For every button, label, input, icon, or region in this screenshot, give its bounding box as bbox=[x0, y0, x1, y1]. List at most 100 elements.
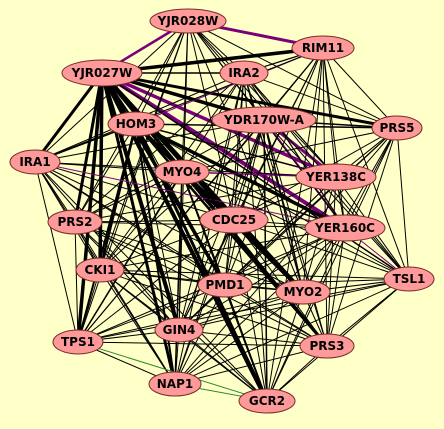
node-shape bbox=[219, 60, 269, 86]
node-label: IRA2 bbox=[228, 66, 259, 80]
edge-prs2-gin4 bbox=[74, 221, 180, 331]
node-prs5[interactable]: PRS5 bbox=[371, 115, 423, 141]
node-pmd1[interactable]: PMD1 bbox=[197, 272, 253, 298]
edge-myo4-pmd1 bbox=[181, 171, 226, 286]
node-shape bbox=[52, 329, 104, 355]
edge-rim11-gcr2 bbox=[266, 47, 324, 402]
edge-hom3-prs2 bbox=[74, 123, 137, 223]
node-tps1[interactable]: TPS1 bbox=[52, 329, 104, 355]
edge-myo4-tps1 bbox=[77, 171, 183, 343]
node-prs3[interactable]: PRS3 bbox=[299, 333, 355, 359]
node-label: PRS5 bbox=[379, 121, 414, 135]
edge-hom3-yer138c bbox=[135, 123, 337, 178]
edge-gin4-tsl1 bbox=[178, 278, 410, 331]
node-gcr2[interactable]: GCR2 bbox=[238, 388, 296, 414]
edge-rim11-prs5 bbox=[322, 47, 398, 129]
edge-myo4-tsl1 bbox=[181, 171, 410, 280]
edge-myo4-prs5 bbox=[181, 127, 398, 173]
node-label: YER160C bbox=[314, 221, 375, 235]
edge-ira1-cdc25 bbox=[34, 161, 235, 221]
node-label: TSL1 bbox=[393, 272, 426, 286]
edge-rim11-yer160c bbox=[322, 47, 346, 229]
node-shape bbox=[238, 388, 296, 414]
node-label: TPS1 bbox=[61, 335, 95, 349]
node-rim11[interactable]: RIM11 bbox=[291, 35, 355, 61]
node-cki1[interactable]: CKI1 bbox=[75, 257, 125, 283]
edge-ira2-prs5 bbox=[243, 72, 398, 129]
node-myo2[interactable]: MYO2 bbox=[275, 279, 331, 305]
edge-tsl1-cdc25 bbox=[233, 219, 410, 280]
node-label: RIM11 bbox=[302, 41, 344, 55]
edge-rim11-tps1 bbox=[77, 47, 324, 343]
node-shape bbox=[295, 163, 377, 191]
node-shape bbox=[211, 106, 317, 134]
edge-nap1-tsl1 bbox=[174, 278, 410, 385]
node-label: CKI1 bbox=[85, 263, 116, 277]
node-yer160c[interactable]: YER160C bbox=[304, 214, 386, 242]
node-shape bbox=[154, 159, 210, 185]
node-yjr028w[interactable]: YJR028W bbox=[149, 8, 227, 34]
edge-ydr170w-a-gcr2 bbox=[263, 119, 268, 402]
node-shape bbox=[61, 59, 143, 87]
node-label: IRA1 bbox=[19, 155, 50, 169]
node-ira1[interactable]: IRA1 bbox=[9, 149, 61, 175]
node-label: YJR028W bbox=[157, 14, 219, 28]
node-label: PMD1 bbox=[205, 278, 244, 292]
edge-ira1-yer160c bbox=[34, 161, 346, 229]
edge-ira1-gcr2 bbox=[34, 161, 268, 402]
edge-yjr027w-ira1 bbox=[33, 71, 104, 164]
edge-prs3-pmd1 bbox=[224, 284, 328, 347]
node-shape bbox=[199, 206, 269, 234]
edge-hom3-tps1 bbox=[77, 123, 137, 343]
node-ira2[interactable]: IRA2 bbox=[219, 60, 269, 86]
node-label: PRS3 bbox=[309, 339, 344, 353]
edge-gcr2-myo2 bbox=[266, 291, 304, 402]
node-label: CDC25 bbox=[212, 213, 256, 227]
node-gin4[interactable]: GIN4 bbox=[154, 317, 204, 343]
node-label: HOM3 bbox=[116, 117, 157, 131]
edge-yer138c-pmd1 bbox=[224, 176, 337, 286]
edge-tps1-gcr2 bbox=[77, 341, 268, 402]
edge-hom3-tsl1 bbox=[135, 123, 410, 280]
node-yjr027w[interactable]: YJR027W bbox=[61, 59, 143, 87]
node-nap1[interactable]: NAP1 bbox=[148, 371, 202, 397]
edge-yjr028w-tps1 bbox=[77, 20, 189, 343]
node-shape bbox=[197, 272, 253, 298]
node-shape bbox=[75, 257, 125, 283]
node-shape bbox=[371, 115, 423, 141]
node-label: YJR027W bbox=[71, 66, 133, 80]
edge-ira1-prs3 bbox=[34, 161, 328, 347]
edge-ydr170w-a-cdc25 bbox=[233, 119, 265, 221]
edge-gcr2-prs5 bbox=[266, 127, 398, 402]
edge-hom3-pmd1 bbox=[135, 123, 226, 286]
edge-gin4-yer160c bbox=[178, 227, 346, 331]
edge-yjr028w-ira1 bbox=[34, 20, 189, 163]
edge-prs2-nap1 bbox=[74, 221, 176, 385]
node-shape bbox=[299, 333, 355, 359]
node-shape bbox=[9, 149, 61, 175]
node-hom3[interactable]: HOM3 bbox=[107, 111, 165, 137]
node-yer138c[interactable]: YER138C bbox=[295, 163, 377, 191]
node-label: PRS2 bbox=[57, 215, 92, 229]
node-label: MYO2 bbox=[284, 285, 323, 299]
edge-gin4-gcr2 bbox=[178, 329, 268, 402]
node-prs2[interactable]: PRS2 bbox=[47, 209, 103, 235]
edge-myo4-prs3 bbox=[181, 171, 328, 347]
node-tsl1[interactable]: TSL1 bbox=[383, 266, 435, 292]
node-label: MYO4 bbox=[163, 165, 202, 179]
node-shape bbox=[47, 209, 103, 235]
edge-prs2-gcr2 bbox=[74, 221, 268, 402]
edge-ira1-gin4 bbox=[34, 161, 180, 331]
edge-yjr028w-myo2 bbox=[187, 20, 304, 293]
edge-ydr170w-a-tsl1 bbox=[263, 119, 410, 280]
edge-ira2-yer160c bbox=[243, 72, 346, 229]
node-ydr170w-a[interactable]: YDR170W-A bbox=[211, 106, 317, 134]
node-myo4[interactable]: MYO4 bbox=[154, 159, 210, 185]
edge-yjr027w-tps1 bbox=[76, 71, 104, 344]
node-shape bbox=[149, 8, 227, 34]
node-shape bbox=[291, 35, 355, 61]
node-cdc25[interactable]: CDC25 bbox=[199, 206, 269, 234]
edge-prs3-yer160c bbox=[326, 227, 346, 347]
edge-nap1-cdc25 bbox=[174, 219, 235, 385]
